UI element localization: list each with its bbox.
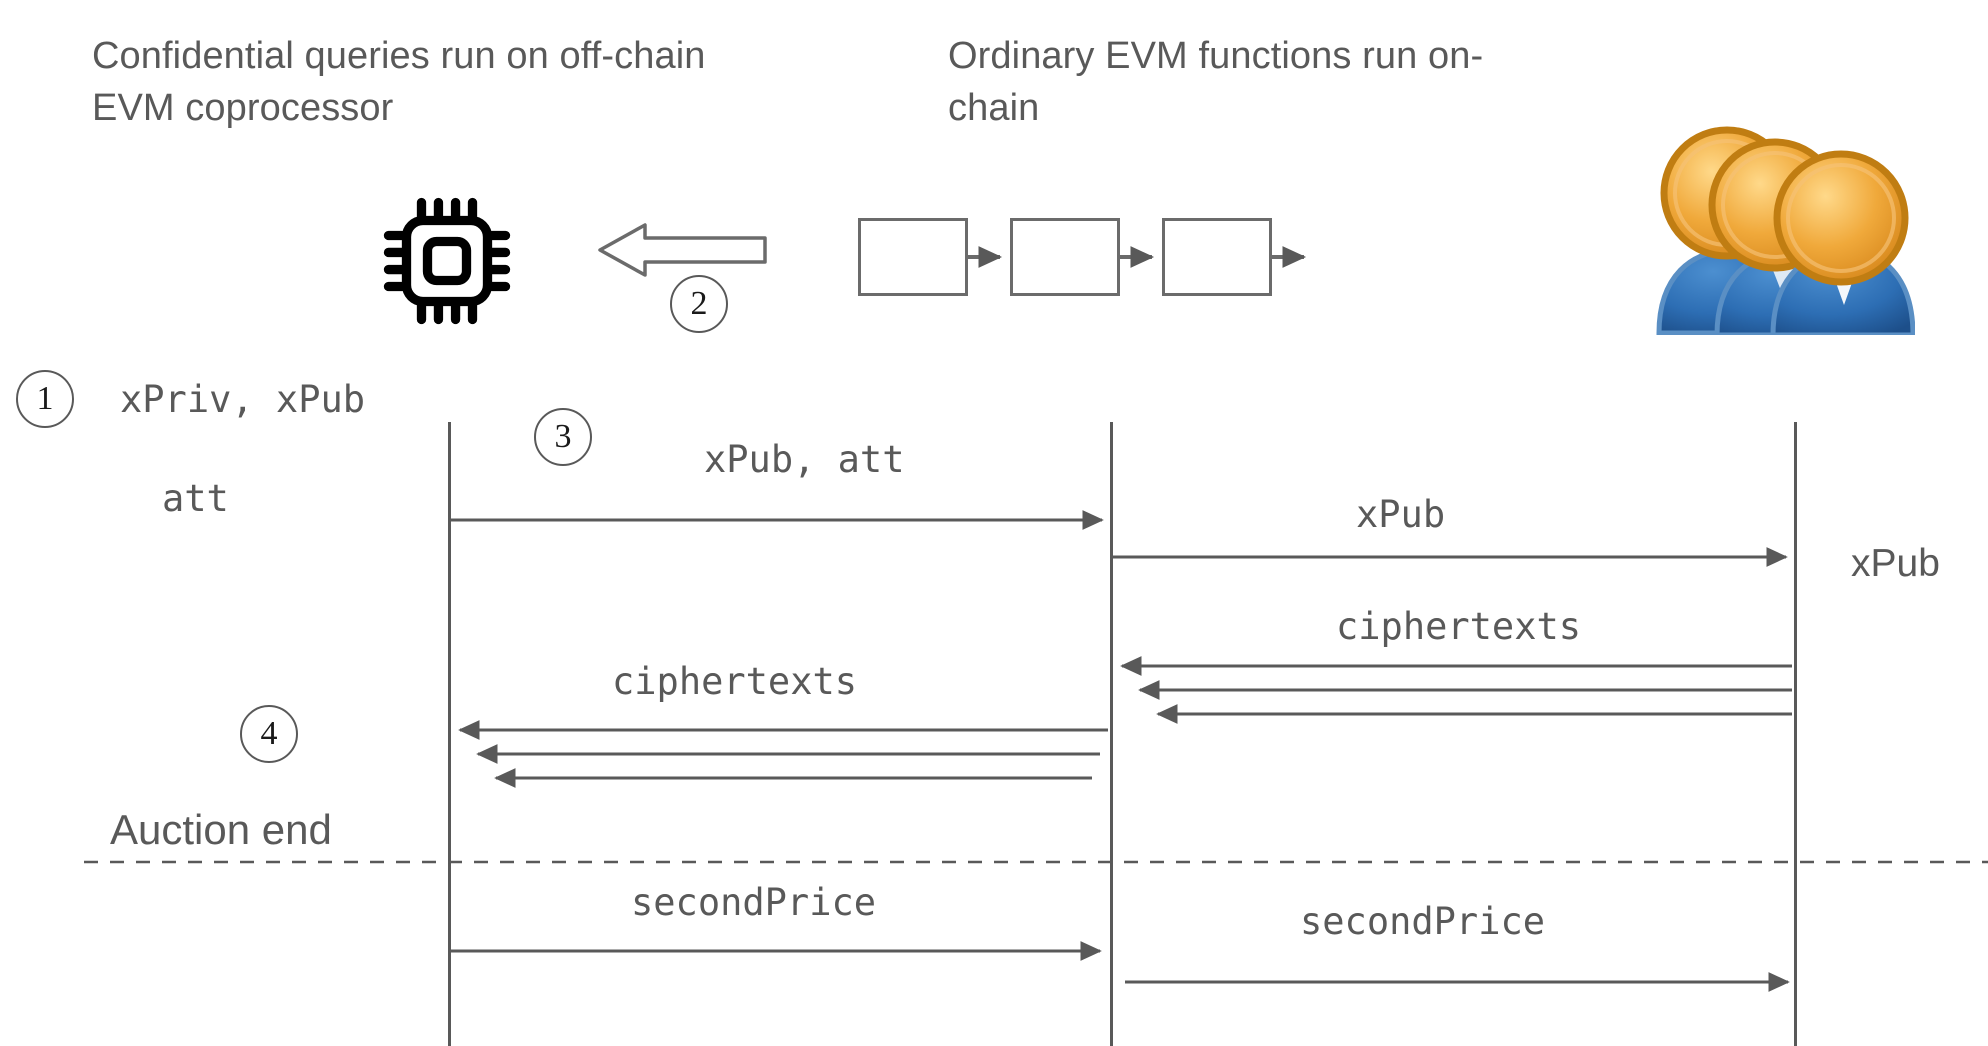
step-2-label: 2: [690, 285, 708, 322]
xpub-att-label: xPub, att: [704, 438, 905, 481]
cpu-chip-icon: [372, 186, 522, 336]
second-price-left-label: secondPrice: [631, 881, 877, 924]
step-1-label: 1: [36, 380, 54, 417]
chain-lifeline: [1110, 422, 1113, 1046]
step-4-badge: 4: [240, 705, 298, 763]
step-4-label: 4: [260, 715, 278, 752]
header-offchain-label: Confidential queries run on off-chain EV…: [92, 35, 706, 129]
users-group-icon: [1655, 105, 1916, 338]
block-arrow-left-icon: [598, 223, 767, 277]
block-2: [1010, 218, 1120, 296]
coprocessor-lifeline: [448, 422, 451, 1046]
xpub-mid-label: xPub: [1356, 493, 1446, 536]
step-1-badge: 1: [16, 370, 74, 428]
header-onchain-label: Ordinary EVM functions run on-chain: [948, 35, 1484, 129]
second-price-right-label: secondPrice: [1300, 900, 1546, 943]
ciphertexts-right-label: ciphertexts: [1336, 605, 1582, 648]
keys-label: xPriv, xPub: [120, 378, 366, 421]
block-3: [1162, 218, 1272, 296]
xpub-right-label: xPub: [1851, 542, 1940, 585]
step-2-badge: 2: [670, 275, 728, 333]
ciphertexts-left-label: ciphertexts: [612, 660, 858, 703]
attestation-label: att: [162, 477, 229, 520]
block-1: [858, 218, 968, 296]
step-3-badge: 3: [534, 408, 592, 466]
step-3-label: 3: [554, 418, 572, 455]
users-lifeline: [1794, 422, 1797, 1046]
auction-end-label: Auction end: [110, 806, 332, 853]
